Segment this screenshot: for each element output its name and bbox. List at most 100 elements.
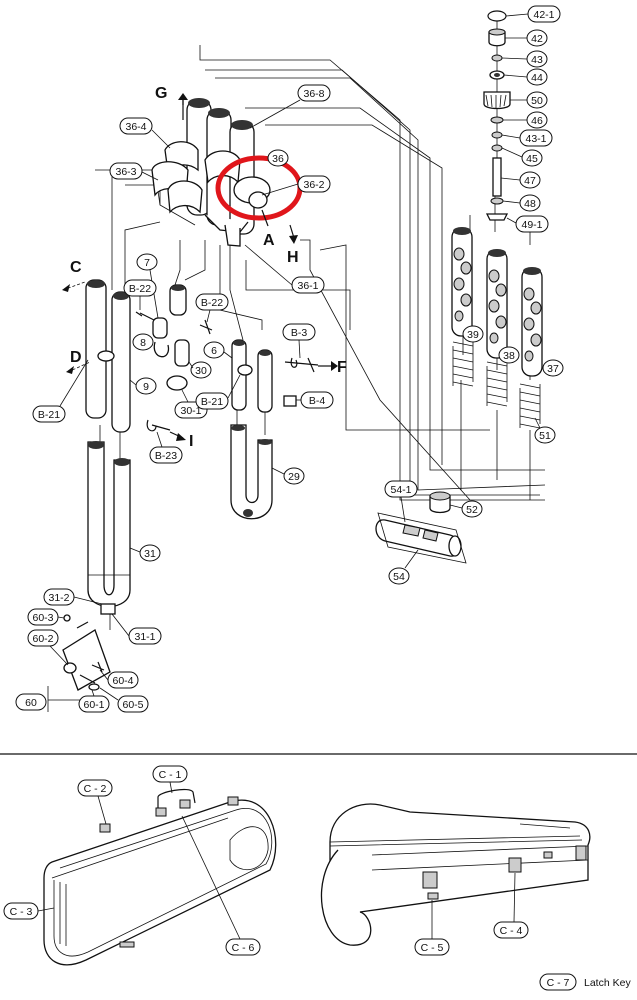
label-60-1: 60-1 (78, 695, 110, 713)
main-valve-cluster (151, 95, 271, 247)
label-60-2: 60-2 (27, 629, 59, 647)
label-8: 8 (132, 333, 154, 351)
label-46: 46 (526, 111, 548, 129)
label-60-5: 60-5 (117, 695, 149, 713)
slide-assembly (375, 491, 467, 564)
label-36-2: 36-2 (297, 175, 331, 193)
svg-text:9: 9 (143, 381, 149, 393)
letter-d: D (70, 349, 82, 366)
svg-text:37: 37 (547, 363, 559, 375)
label-b4: B-4 (300, 391, 334, 409)
label-c7: C - 7 (539, 973, 577, 991)
svg-text:B-23: B-23 (155, 450, 177, 462)
svg-text:B-4: B-4 (309, 395, 326, 407)
svg-text:60-4: 60-4 (112, 675, 133, 687)
svg-text:29: 29 (288, 471, 300, 483)
label-60: 60 (15, 693, 47, 711)
svg-text:51: 51 (539, 430, 551, 442)
label-47: 47 (519, 171, 541, 189)
label-60-4: 60-4 (107, 671, 139, 689)
middle-parts (135, 284, 213, 432)
svg-text:43-1: 43-1 (525, 133, 546, 145)
svg-text:30-1: 30-1 (180, 405, 201, 417)
label-c6: C - 6 (225, 938, 261, 956)
svg-text:36-2: 36-2 (303, 179, 324, 191)
left-tubes (85, 279, 131, 615)
svg-text:36-4: 36-4 (125, 121, 146, 133)
svg-text:43: 43 (531, 54, 543, 66)
label-31-2: 31-2 (43, 588, 75, 606)
label-31-1: 31-1 (128, 627, 162, 645)
svg-text:B-22: B-22 (129, 283, 151, 295)
label-51: 51 (534, 426, 556, 444)
label-43-1: 43-1 (519, 129, 553, 147)
svg-text:C - 4: C - 4 (500, 925, 523, 937)
svg-text:60-2: 60-2 (32, 633, 53, 645)
letter-i: I (189, 433, 193, 450)
label-9: 9 (135, 377, 157, 395)
label-54-1: 54-1 (384, 480, 418, 498)
label-c2: C - 2 (77, 779, 113, 797)
label-36-3: 36-3 (109, 162, 143, 180)
svg-text:45: 45 (526, 153, 538, 165)
label-36: 36 (267, 149, 289, 167)
letter-c: C (70, 259, 82, 276)
letter-g: G (155, 85, 167, 102)
svg-text:C - 3: C - 3 (10, 906, 33, 918)
label-c3: C - 3 (3, 902, 39, 920)
svg-text:52: 52 (466, 504, 478, 516)
svg-text:48: 48 (524, 198, 536, 210)
label-49-1: 49-1 (515, 215, 549, 233)
case-labels: C - 1 C - 2 C - 3 C - 6 C - 5 C - 4 C - … (3, 765, 577, 991)
connection-arrows (62, 93, 338, 441)
label-52: 52 (461, 500, 483, 518)
svg-text:50: 50 (531, 95, 543, 107)
label-44: 44 (526, 68, 548, 86)
svg-text:36-8: 36-8 (303, 88, 324, 100)
svg-text:36-1: 36-1 (297, 280, 318, 292)
svg-text:42-1: 42-1 (533, 9, 554, 21)
label-b21-left: B-21 (32, 405, 66, 423)
svg-text:31-2: 31-2 (48, 592, 69, 604)
label-7: 7 (136, 253, 158, 271)
svg-text:C - 5: C - 5 (421, 942, 444, 954)
svg-text:B-22: B-22 (201, 297, 223, 309)
svg-text:42: 42 (531, 33, 543, 45)
water-key-group (47, 614, 111, 712)
svg-text:60-1: 60-1 (83, 699, 104, 711)
label-42: 42 (526, 29, 548, 47)
svg-text:36: 36 (272, 153, 284, 165)
svg-text:B-21: B-21 (201, 396, 223, 408)
label-48: 48 (519, 194, 541, 212)
svg-text:7: 7 (144, 257, 150, 269)
label-b21-right: B-21 (195, 392, 229, 410)
case-back-view (320, 803, 591, 946)
svg-text:B-3: B-3 (291, 327, 308, 339)
svg-text:6: 6 (211, 345, 217, 357)
svg-text:39: 39 (467, 329, 479, 341)
label-36-4: 36-4 (119, 117, 153, 135)
letter-a: A (263, 232, 275, 249)
svg-text:60-3: 60-3 (32, 612, 53, 624)
label-54: 54 (388, 567, 410, 585)
svg-text:31-1: 31-1 (134, 631, 155, 643)
svg-text:54-1: 54-1 (390, 484, 411, 496)
label-b22-right: B-22 (195, 293, 229, 311)
svg-text:44: 44 (531, 72, 543, 84)
letter-h: H (287, 249, 299, 266)
label-42-1: 42-1 (527, 5, 561, 23)
svg-text:54: 54 (393, 571, 405, 583)
label-b23: B-23 (149, 446, 183, 464)
svg-text:C - 2: C - 2 (84, 783, 107, 795)
part-labels: 42-1 42 43 44 50 46 43-1 45 47 48 49-1 3… (15, 5, 564, 713)
label-c1: C - 1 (152, 765, 188, 783)
label-60-3: 60-3 (27, 608, 59, 626)
label-b3: B-3 (282, 323, 316, 341)
routing-lines (95, 20, 546, 630)
svg-text:36-3: 36-3 (115, 166, 136, 178)
svg-text:46: 46 (531, 115, 543, 127)
label-36-8: 36-8 (297, 84, 331, 102)
svg-text:C - 7: C - 7 (547, 977, 570, 989)
label-31: 31 (139, 544, 161, 562)
connection-letters: G A H C D F I (70, 85, 347, 450)
